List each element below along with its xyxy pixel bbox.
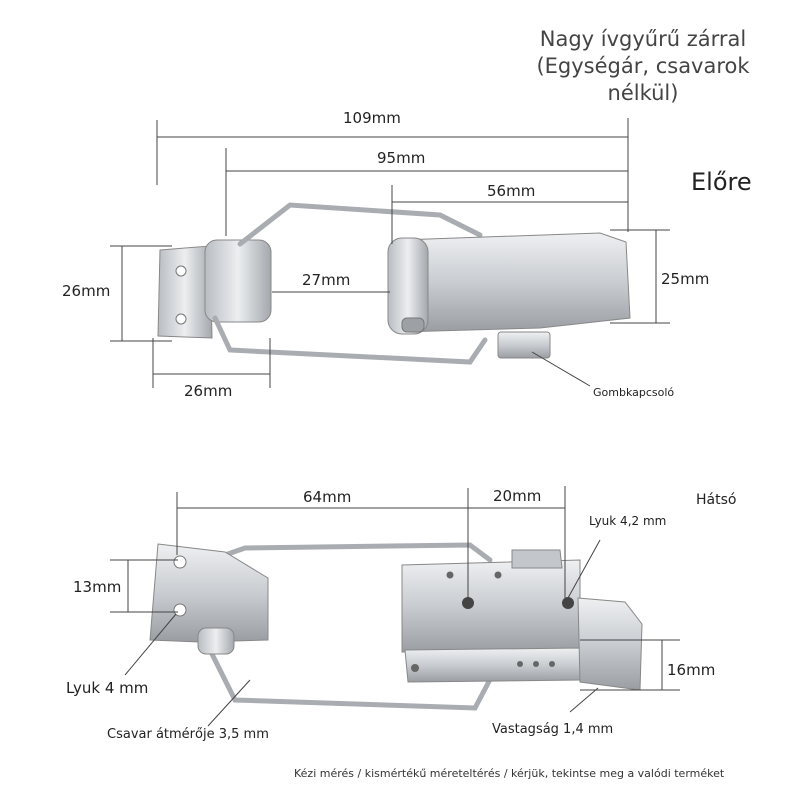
dim-clasp-length: 56mm <box>487 182 536 200</box>
callout-hole-large: Lyuk 4,2 mm <box>589 514 667 528</box>
front-view-label: Előre <box>691 168 752 196</box>
dim-hoop-length: 95mm <box>377 149 426 167</box>
dim-hole-span: 64mm <box>303 488 352 506</box>
back-view-label: Hátsó <box>696 492 737 508</box>
dim-clasp-hole-offset: 20mm <box>493 487 542 505</box>
callout-hole-small: Lyuk 4 mm <box>66 679 149 697</box>
back-latch-image <box>149 542 643 711</box>
dim-hole-pitch: 13mm <box>73 578 122 596</box>
callout-wire-diameter: Csavar átmérője 3,5 mm <box>107 727 269 742</box>
dim-base-width: 26mm <box>184 382 233 400</box>
back-dimension-lines <box>110 486 680 727</box>
dim-base-height: 26mm <box>62 282 111 300</box>
front-dimension-lines <box>110 118 670 388</box>
callout-push-button: Gombkapcsoló <box>593 386 675 399</box>
dim-overall-length: 109mm <box>343 109 401 127</box>
product-title: Nagy ívgyűrű zárral (Egységár, csavarok … <box>536 27 750 105</box>
dim-clasp-height: 25mm <box>661 270 710 288</box>
front-latch-image <box>157 202 631 365</box>
callout-thickness: Vastagság 1,4 mm <box>492 722 614 737</box>
footer-disclaimer: Kézi mérés / kismértékű méreteltérés / k… <box>294 767 725 780</box>
dim-hoop-width: 27mm <box>302 271 351 289</box>
dim-plate-height: 16mm <box>667 661 716 679</box>
